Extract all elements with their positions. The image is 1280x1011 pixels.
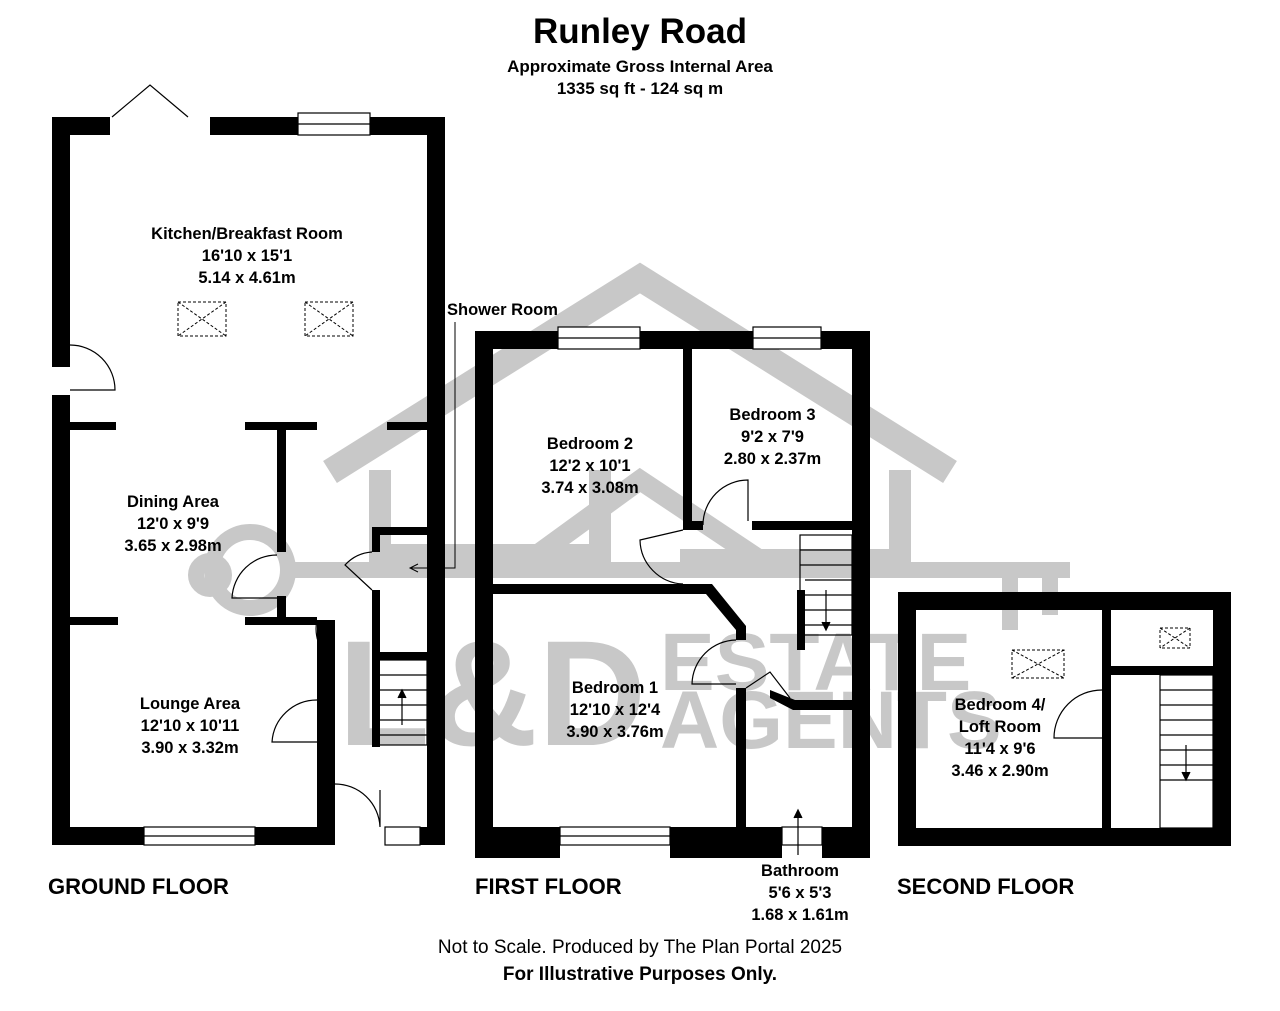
room-metric: 1.68 x 1.61m [751, 906, 849, 924]
room-shower: Shower Room [447, 301, 558, 319]
second-floor-walls [898, 592, 1231, 846]
first-floor-windows [557, 326, 823, 846]
room-name: Bedroom 1 [571, 679, 659, 697]
ground-floor-walls [52, 117, 445, 845]
room-bedroom-3: Bedroom 3 9'2 x 7'9 2.80 x 2.37m [700, 404, 845, 470]
watermark-key-icon [188, 524, 1070, 630]
room-imperial: 12'2 x 10'1 [549, 457, 631, 475]
room-imperial: 12'0 x 9'9 [136, 515, 210, 533]
room-bedroom-1: Bedroom 1 12'10 x 12'4 3.90 x 3.76m [540, 677, 690, 743]
floor-label-first: FIRST FLOOR [475, 874, 622, 899]
room-metric: 2.80 x 2.37m [723, 450, 822, 468]
room-name: Bedroom 4/ [954, 696, 1046, 714]
room-metric: 5.14 x 4.61m [198, 269, 296, 287]
room-metric: 3.90 x 3.32m [141, 739, 239, 757]
room-name: Kitchen/Breakfast Room [151, 225, 343, 243]
room-name: Bedroom 2 [546, 435, 634, 453]
ground-floor-windows [143, 112, 421, 846]
footer-disclaimer: Not to Scale. Produced by The Plan Porta… [437, 937, 843, 958]
ground-floor-doors [69, 84, 456, 828]
room-name: Bedroom 3 [729, 406, 816, 424]
watermark-roof-inner-2 [524, 467, 766, 569]
floor-label-second: SECOND FLOOR [897, 874, 1075, 899]
room-dining: Dining Area 12'0 x 9'9 3.65 x 2.98m [93, 491, 253, 557]
skylight-icons [177, 301, 354, 337]
room-metric: 3.90 x 3.76m [566, 723, 664, 741]
watermark-wall-right [680, 470, 911, 571]
room-imperial: 9'2 x 7'9 [741, 428, 804, 446]
room-imperial: 5'6 x 5'3 [768, 884, 832, 902]
room-lounge: Lounge Area 12'10 x 10'11 3.90 x 3.32m [110, 693, 270, 759]
watermark-line1: ESTATE [660, 617, 971, 708]
second-floor-fixtures [1053, 674, 1214, 829]
room-name: Bathroom [761, 862, 839, 880]
room-metric: 3.46 x 2.90m [951, 762, 1049, 780]
room-imperial: 11'4 x 9'6 [964, 740, 1036, 758]
gross-area: 1335 sq ft - 124 sq m [556, 79, 724, 98]
room-name: Dining Area [127, 493, 219, 511]
first-floor-doors [639, 479, 853, 855]
second-floor-skylights [1011, 627, 1191, 679]
room-bedroom-2: Bedroom 2 12'2 x 10'1 3.74 x 3.08m [515, 433, 665, 499]
room-name-2: Loft Room [958, 718, 1042, 736]
room-bathroom: Bathroom 5'6 x 5'3 1.68 x 1.61m [730, 860, 870, 926]
room-metric: 3.74 x 3.08m [541, 479, 639, 497]
room-kitchen: Kitchen/Breakfast Room 16'10 x 15'1 5.14… [117, 223, 377, 289]
page-title: Runley Road [533, 12, 747, 51]
room-imperial: 12'10 x 12'4 [569, 701, 661, 719]
room-bedroom-4: Bedroom 4/ Loft Room 11'4 x 9'6 3.46 x 2… [925, 694, 1075, 782]
watermark-line2: AGENTS [660, 675, 1002, 766]
footer-illustrative: For Illustrative Purposes Only. [502, 964, 778, 985]
room-imperial: 16'10 x 15'1 [201, 247, 293, 265]
room-metric: 3.65 x 2.98m [124, 537, 222, 555]
floor-label-ground: GROUND FLOOR [48, 874, 229, 899]
page-subtitle: Approximate Gross Internal Area [507, 57, 773, 76]
room-imperial: 12'10 x 10'11 [140, 717, 240, 735]
room-name: Lounge Area [139, 695, 241, 713]
